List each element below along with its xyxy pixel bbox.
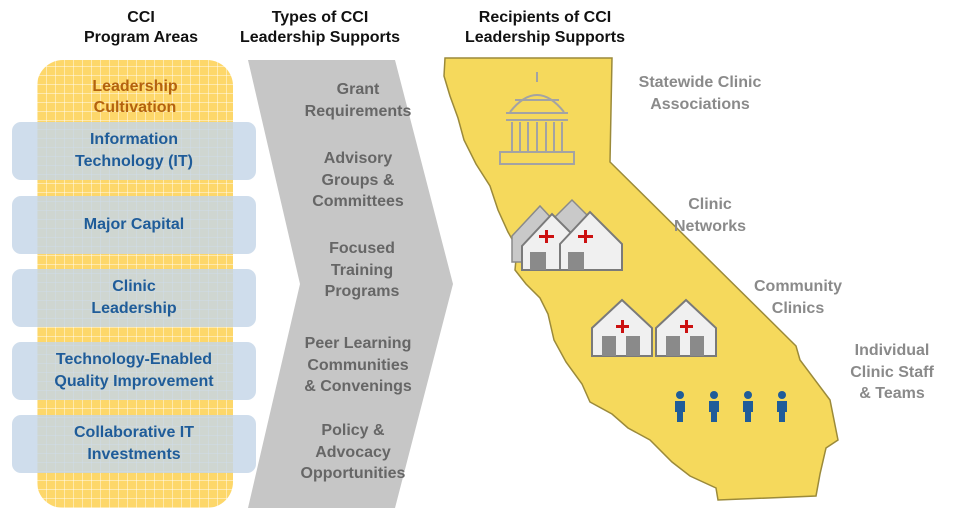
clinic-network-icon <box>511 198 623 271</box>
program-area-major-capital: Major Capital <box>12 196 256 254</box>
person-icon <box>743 391 753 422</box>
california-outline <box>443 57 839 501</box>
person-icon <box>709 391 719 422</box>
person-icon <box>675 391 685 422</box>
capitol-building-icon <box>499 72 575 165</box>
person-icon <box>777 391 787 422</box>
community-clinic-icon <box>591 298 717 357</box>
